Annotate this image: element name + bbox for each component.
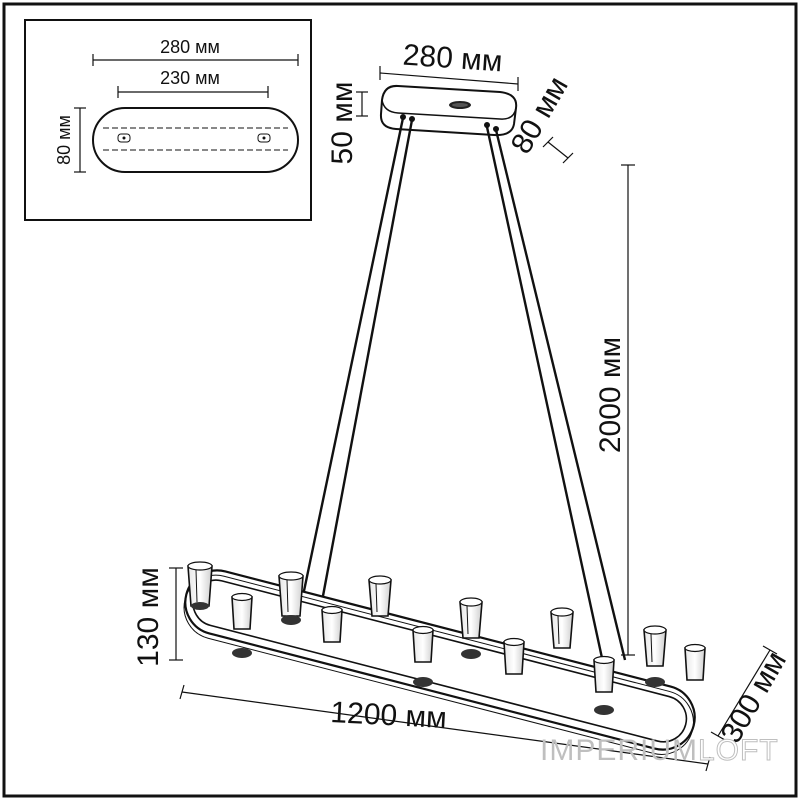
inset-top-view: 280 мм 230 мм 80 мм: [24, 19, 312, 221]
shade-icon: [643, 625, 667, 687]
mount-hole-icon: [262, 136, 266, 140]
fixture-length-dimension: 1200 мм: [179, 684, 711, 772]
watermark-part2: LOFT: [698, 734, 779, 767]
glass-shades: [187, 561, 706, 715]
canopy: 280 мм 50 мм 80 мм: [326, 39, 575, 165]
shade-icon: [503, 637, 525, 675]
suspension-length-label: 2000 мм: [594, 337, 627, 453]
fixture-height-dimension: 130 мм: [132, 567, 183, 667]
canopy-height-label: 50 мм: [326, 82, 359, 165]
shade-icon: [684, 643, 706, 681]
shade-icon: [231, 592, 253, 658]
shade-icon: [412, 625, 434, 687]
fixture-height-label: 130 мм: [132, 567, 165, 667]
canopy-top-outline: [92, 107, 299, 173]
canopy-vent-icon: [449, 101, 471, 109]
canopy-width-label: 280 мм: [402, 39, 504, 79]
shade-icon: [321, 605, 343, 643]
shade-icon: [368, 575, 392, 617]
fixture-length-label: 1200 мм: [330, 696, 448, 735]
inset-width-inner-label: 230 мм: [160, 68, 220, 88]
suspension-length-dimension: 2000 мм: [594, 164, 635, 656]
suspension-cables: [298, 117, 627, 661]
inset-depth-label: 80 мм: [54, 115, 74, 165]
shade-icon: [550, 607, 574, 649]
shade-icon: [187, 561, 213, 610]
shade-icon: [459, 597, 483, 659]
mount-hole-icon: [122, 136, 126, 140]
shade-icon: [593, 655, 615, 715]
inset-width-outer-label: 280 мм: [160, 37, 220, 57]
watermark: IMPERIUMLOFT: [540, 734, 779, 767]
watermark-part1: IMPERIUM: [540, 734, 698, 767]
shade-icon: [278, 571, 304, 625]
